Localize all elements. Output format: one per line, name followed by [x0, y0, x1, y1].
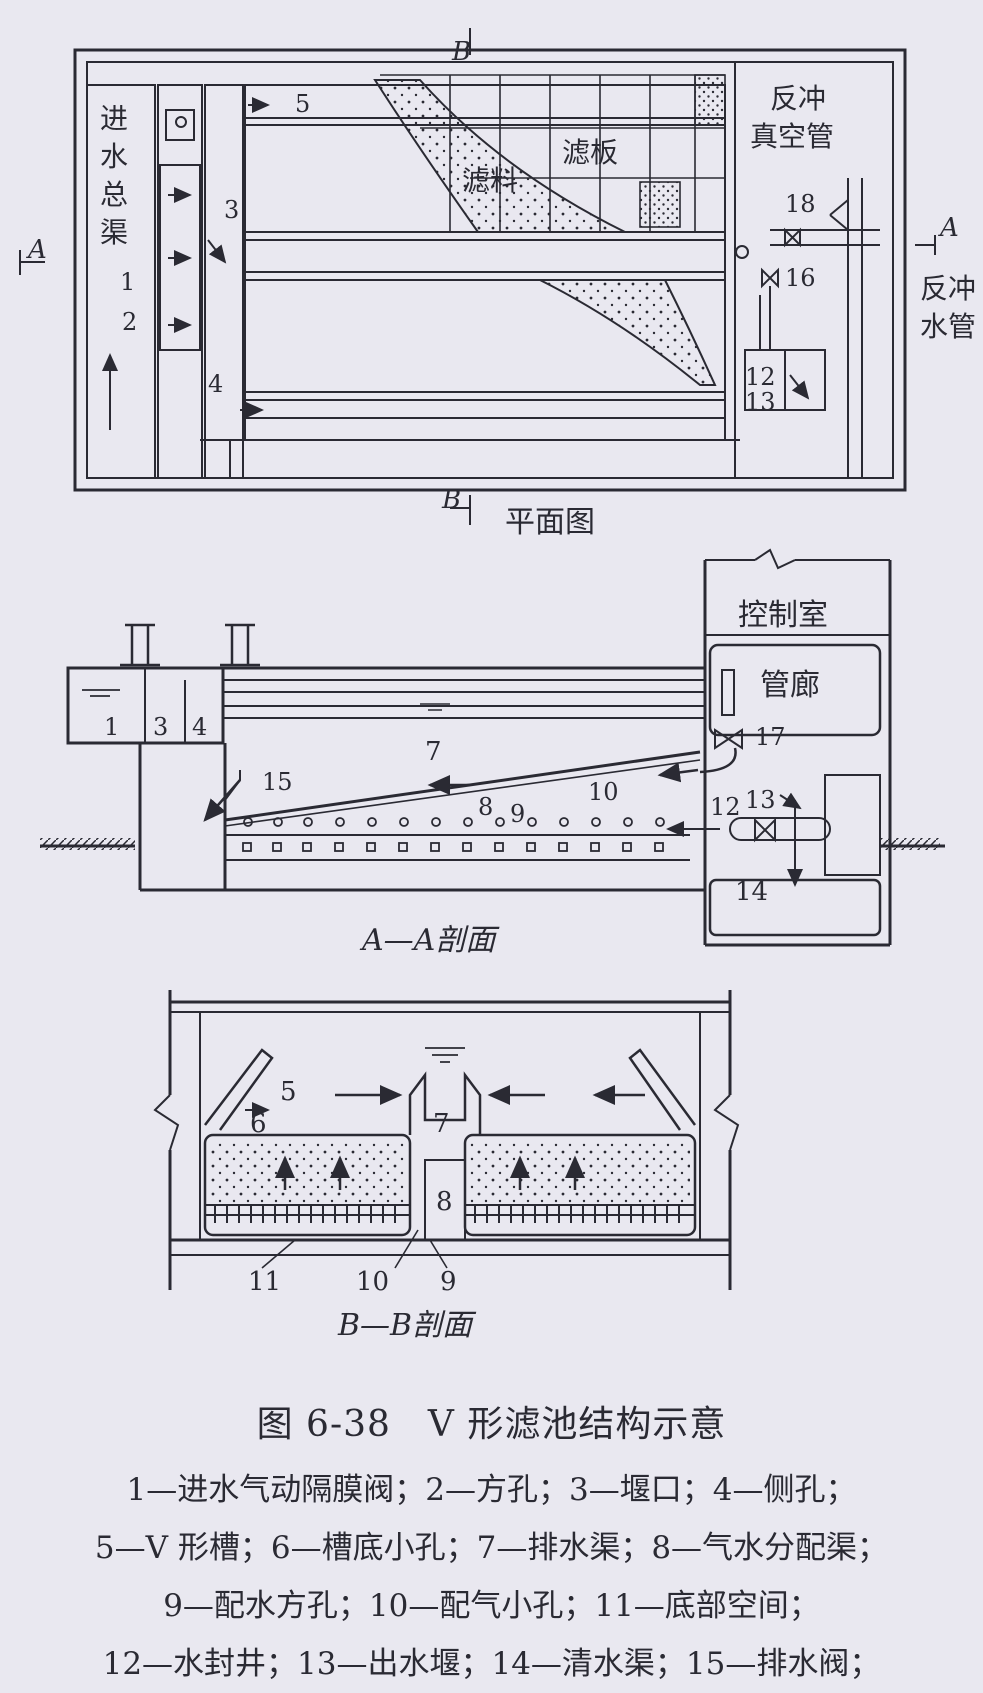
aa-num-13: 13	[745, 786, 776, 814]
section-aa-marks	[82, 689, 665, 852]
bb-num-6: 6	[250, 1109, 267, 1139]
backwash-vacuum-pipe-label: 反冲真空管	[750, 82, 834, 153]
bb-view-title: B—B剖面	[337, 1308, 477, 1343]
aa-num-15: 15	[262, 768, 293, 796]
inlet-channel-label: 进水总渠	[100, 102, 128, 249]
aa-num-14: 14	[735, 877, 768, 907]
section-bb-labels: 5 6 7 8 9 10 11 B—B剖面	[248, 1077, 477, 1343]
legend-line: 1—进水气动隔膜阀；2—方孔；3—堰口；4—侧孔；	[126, 1472, 857, 1508]
bb-num-5: 5	[280, 1077, 297, 1107]
figure-caption: 图 6-38 V 形滤池结构示意 1—进水气动隔膜阀；2—方孔；3—堰口；4—侧…	[0, 1395, 983, 1693]
plan-num-3: 3	[224, 196, 239, 224]
v-filter-diagram: A A B B 进水总渠 滤料 滤板 反冲真空管 反冲水管 1 2 3 4 5 …	[19, 28, 976, 1343]
aa-num-10: 10	[588, 778, 619, 806]
plan-num-1: 1	[120, 268, 135, 296]
bb-num-11: 11	[248, 1267, 281, 1297]
plan-num-5: 5	[295, 90, 310, 118]
section-bb-nozzles	[211, 1204, 683, 1223]
legend-line: 9—配水方孔；10—配气小孔；11—底部空间；	[163, 1588, 820, 1624]
aa-num-7: 7	[425, 737, 442, 767]
aa-num-12: 12	[710, 793, 741, 821]
aa-num-17: 17	[755, 723, 786, 751]
section-aa-labels: 控制室 管廊 1 3 4 7 8 9 10 12 13 14 15 17 A—A…	[104, 598, 828, 958]
bb-num-10: 10	[356, 1267, 389, 1297]
plan-view	[19, 28, 936, 525]
plan-label-b-bottom: B	[441, 485, 461, 515]
plan-num-2: 2	[122, 308, 137, 336]
plan-label-a-right: A	[938, 213, 959, 243]
figure-title: 图 6-38 V 形滤池结构示意	[256, 1404, 727, 1445]
bb-num-9: 9	[440, 1267, 457, 1297]
control-room-label: 控制室	[738, 598, 828, 633]
plan-label-a-left: A	[26, 235, 47, 265]
backwash-water-pipe-label: 反冲水管	[920, 272, 976, 343]
aa-num-8: 8	[478, 793, 493, 821]
aa-num-9: 9	[510, 800, 525, 828]
section-bb	[153, 990, 740, 1290]
plan-num-18: 18	[785, 190, 816, 218]
plan-num-13: 13	[745, 388, 776, 416]
aa-num-3: 3	[153, 713, 168, 741]
aa-view-title: A—A剖面	[359, 923, 500, 958]
section-aa	[40, 548, 945, 947]
legend-line: 5—V 形槽；6—槽底小孔；7—排水渠；8—气水分配渠；	[94, 1530, 889, 1566]
plan-labels: A A B B 进水总渠 滤料 滤板 反冲真空管 反冲水管 1 2 3 4 5 …	[26, 37, 976, 540]
pipe-gallery-label: 管廊	[760, 668, 820, 703]
bb-num-8: 8	[436, 1187, 453, 1217]
legend-line: 12—水封井；13—出水堰；14—清水渠；15—排水阀；	[102, 1646, 881, 1682]
plan-view-title: 平面图	[505, 505, 595, 540]
plan-num-16: 16	[785, 264, 816, 292]
aa-num-4: 4	[192, 713, 207, 741]
plan-num-4: 4	[208, 370, 223, 398]
plan-label-b-top: B	[451, 37, 471, 67]
filter-media-label: 滤料	[462, 164, 518, 197]
bb-num-7: 7	[433, 1109, 450, 1139]
aa-num-1: 1	[104, 713, 119, 741]
plan-num-12: 12	[745, 363, 776, 391]
filter-plate-label: 滤板	[562, 136, 618, 169]
